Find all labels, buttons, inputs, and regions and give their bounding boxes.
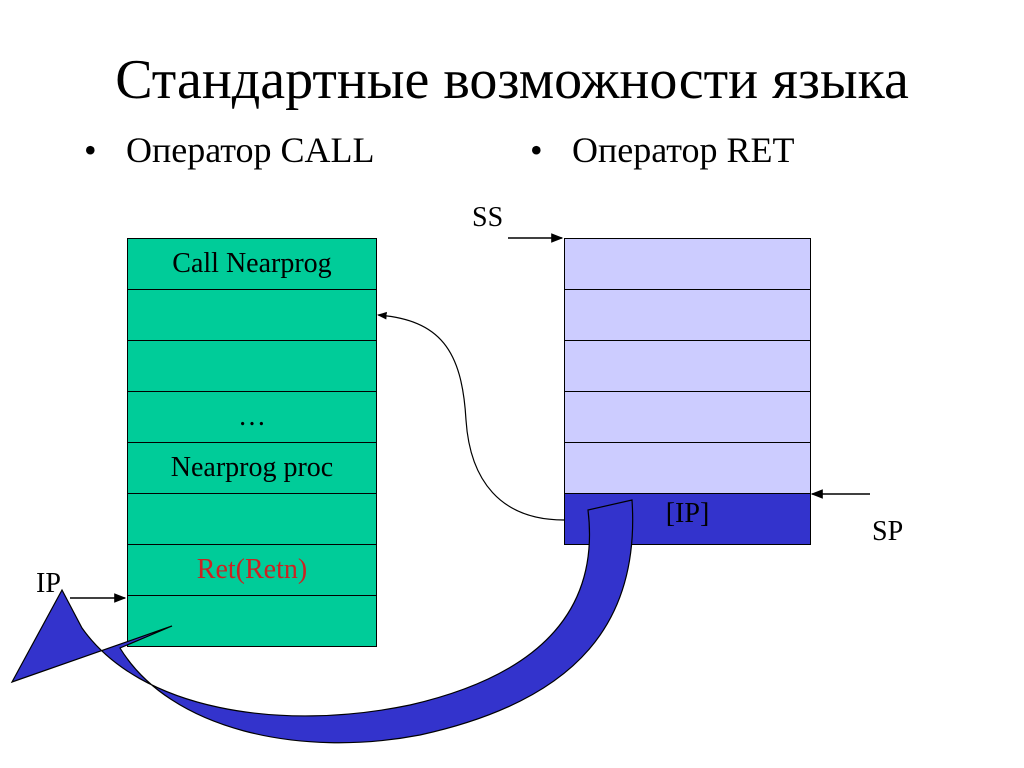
return-address-curve — [377, 311, 565, 521]
bullet-symbol: • — [84, 130, 97, 170]
sp-label: SP — [872, 516, 904, 547]
ss-label: SS — [472, 202, 504, 233]
bullet-ret-text: Оператор RET — [572, 130, 795, 170]
code-cell: Call Nearprog — [128, 239, 376, 290]
stack-cell — [565, 443, 810, 494]
bullet-symbol: • — [530, 130, 543, 170]
slide-title: Стандартные возможности языка — [115, 49, 909, 111]
code-cell: … — [128, 392, 376, 443]
stack-cell — [565, 341, 810, 392]
code-cell — [128, 341, 376, 392]
bullet-call: • Оператор CALL — [84, 128, 375, 172]
bullet-ret: • Оператор RET — [530, 128, 795, 172]
code-cell — [128, 494, 376, 545]
memory-stack: [IP] — [564, 238, 811, 545]
code-cell: Ret(Retn) — [128, 545, 376, 596]
return-jump-arrow — [10, 499, 634, 744]
code-cell — [128, 290, 376, 341]
bullet-call-text: Оператор CALL — [126, 130, 375, 170]
stack-cell — [565, 239, 810, 290]
code-cell — [128, 596, 376, 647]
ip-label: IP — [36, 568, 61, 599]
code-cell: Nearprog proc — [128, 443, 376, 494]
stack-cell — [565, 290, 810, 341]
stack-cell — [565, 392, 810, 443]
